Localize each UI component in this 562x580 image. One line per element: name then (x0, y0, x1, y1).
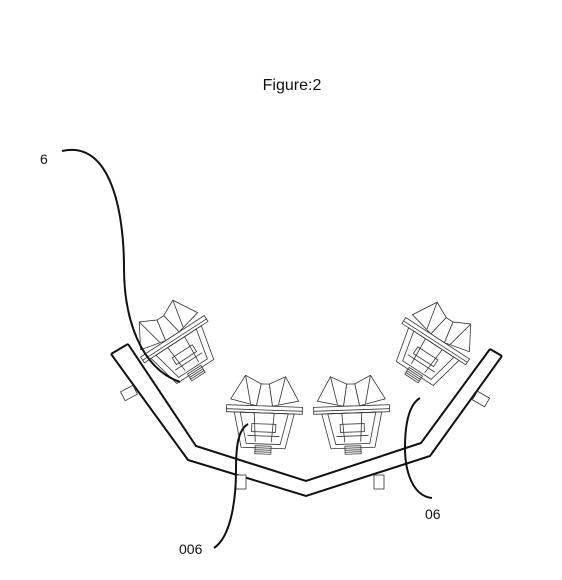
light-module-center-right (312, 374, 392, 456)
light-module-right (379, 292, 487, 400)
label-006: 006 (179, 541, 203, 557)
leader-line-6 (61, 148, 181, 383)
mounting-frame (110, 343, 503, 498)
label-6: 6 (40, 151, 48, 167)
figure-title: Figure:2 (263, 77, 322, 94)
label-06: 06 (425, 506, 441, 522)
leader-line-06 (403, 397, 433, 499)
leader-line-006 (213, 423, 249, 549)
light-module-center-left (224, 374, 304, 456)
frame-tabs (119, 384, 491, 490)
